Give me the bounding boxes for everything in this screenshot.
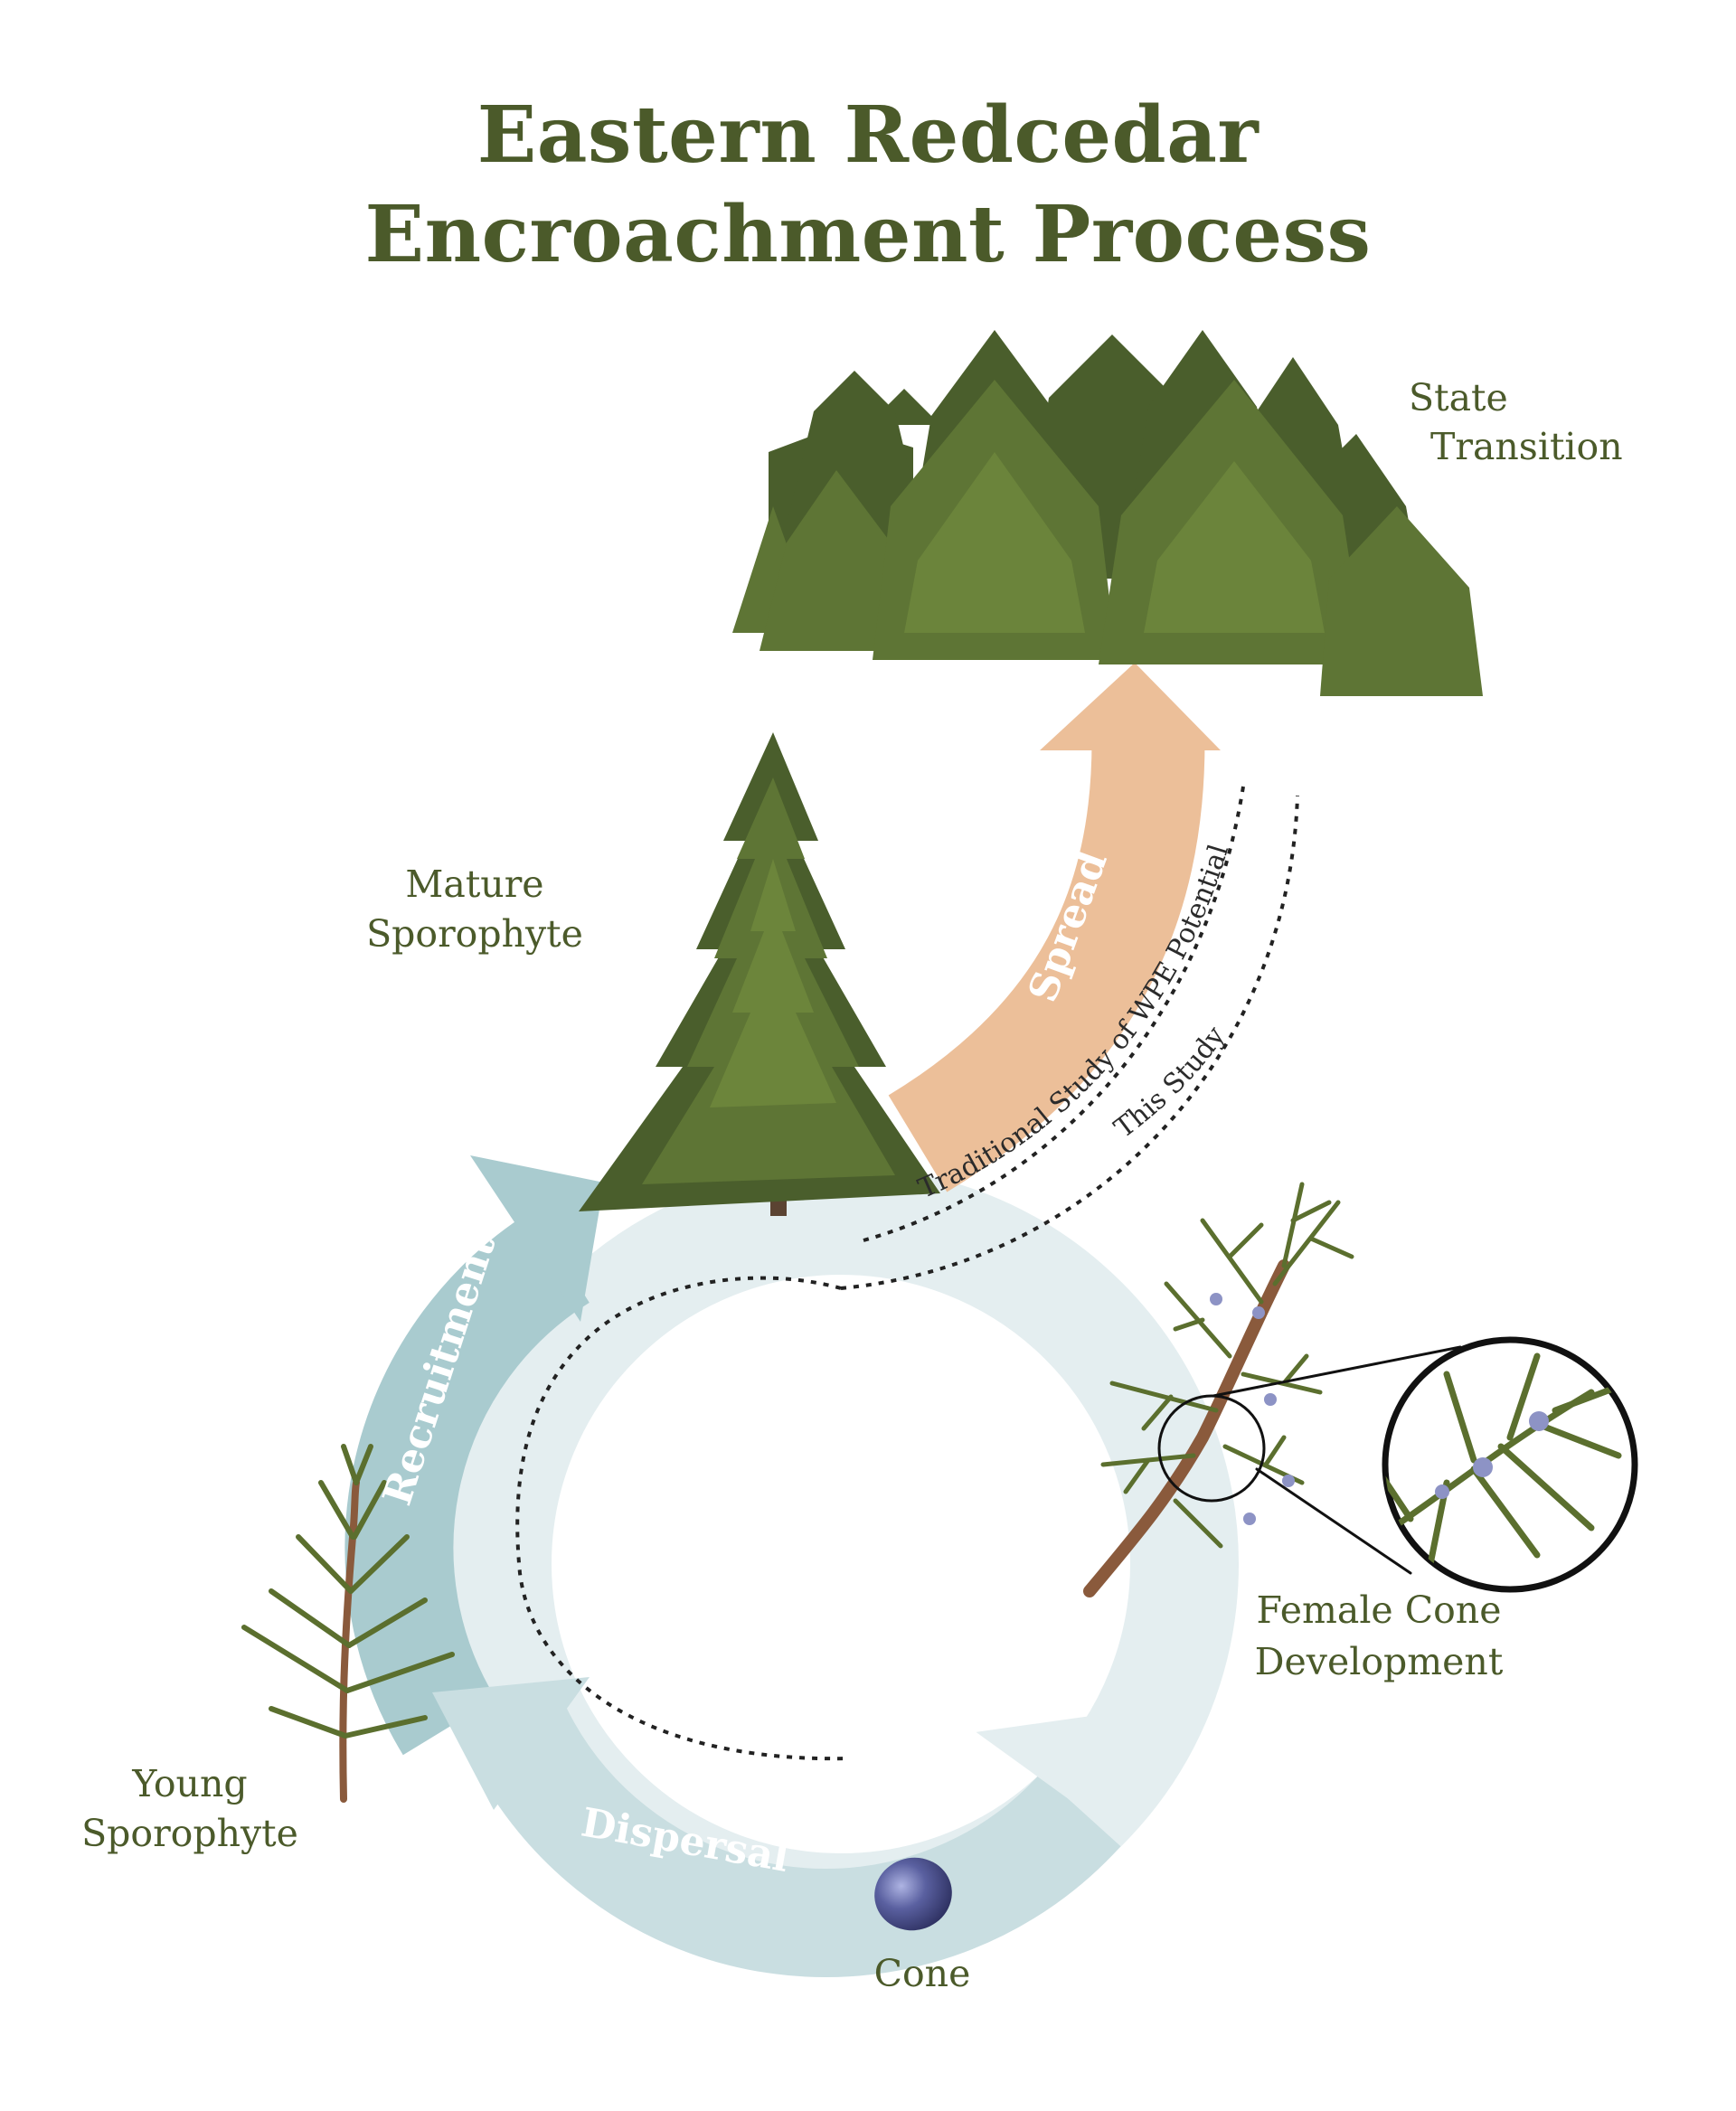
mature-sporophyte-label-line1: Mature [405, 862, 544, 906]
life-cycle-ring [344, 1166, 1239, 1977]
dispersal-arrow-head [432, 1677, 590, 1810]
recruitment-arrow-head [470, 1155, 604, 1322]
young-sporophyte-label-line2: Sporophyte [81, 1812, 298, 1855]
mature-tree-illustration [579, 732, 940, 1216]
state-transition-label-line2: Transition [1430, 425, 1623, 468]
cone-illustration [874, 1857, 952, 1931]
female-cone-branch-illustration [1083, 1182, 1462, 1597]
diagram-title-line1: Eastern Redcedar [476, 90, 1260, 181]
magnified-cone-inset [1382, 1336, 1638, 1593]
young-sporophyte-illustration [241, 1444, 455, 1803]
diagram-title-line2: Encroachment Process [364, 189, 1372, 280]
cone-label: Cone [873, 1952, 971, 1995]
female-cone-label-line2: Development [1254, 1640, 1504, 1683]
study-paths [515, 786, 1299, 1761]
state-transition-label-line1: State [1409, 376, 1508, 419]
cycle-arrow-head-right [976, 1711, 1118, 1828]
female-cone-label-line1: Female Cone [1256, 1588, 1502, 1632]
forest-illustration [732, 330, 1483, 696]
young-sporophyte-label-line1: Young [132, 1762, 248, 1805]
mature-sporophyte-label-line2: Sporophyte [366, 912, 583, 956]
spread-arrow [888, 663, 1221, 1192]
